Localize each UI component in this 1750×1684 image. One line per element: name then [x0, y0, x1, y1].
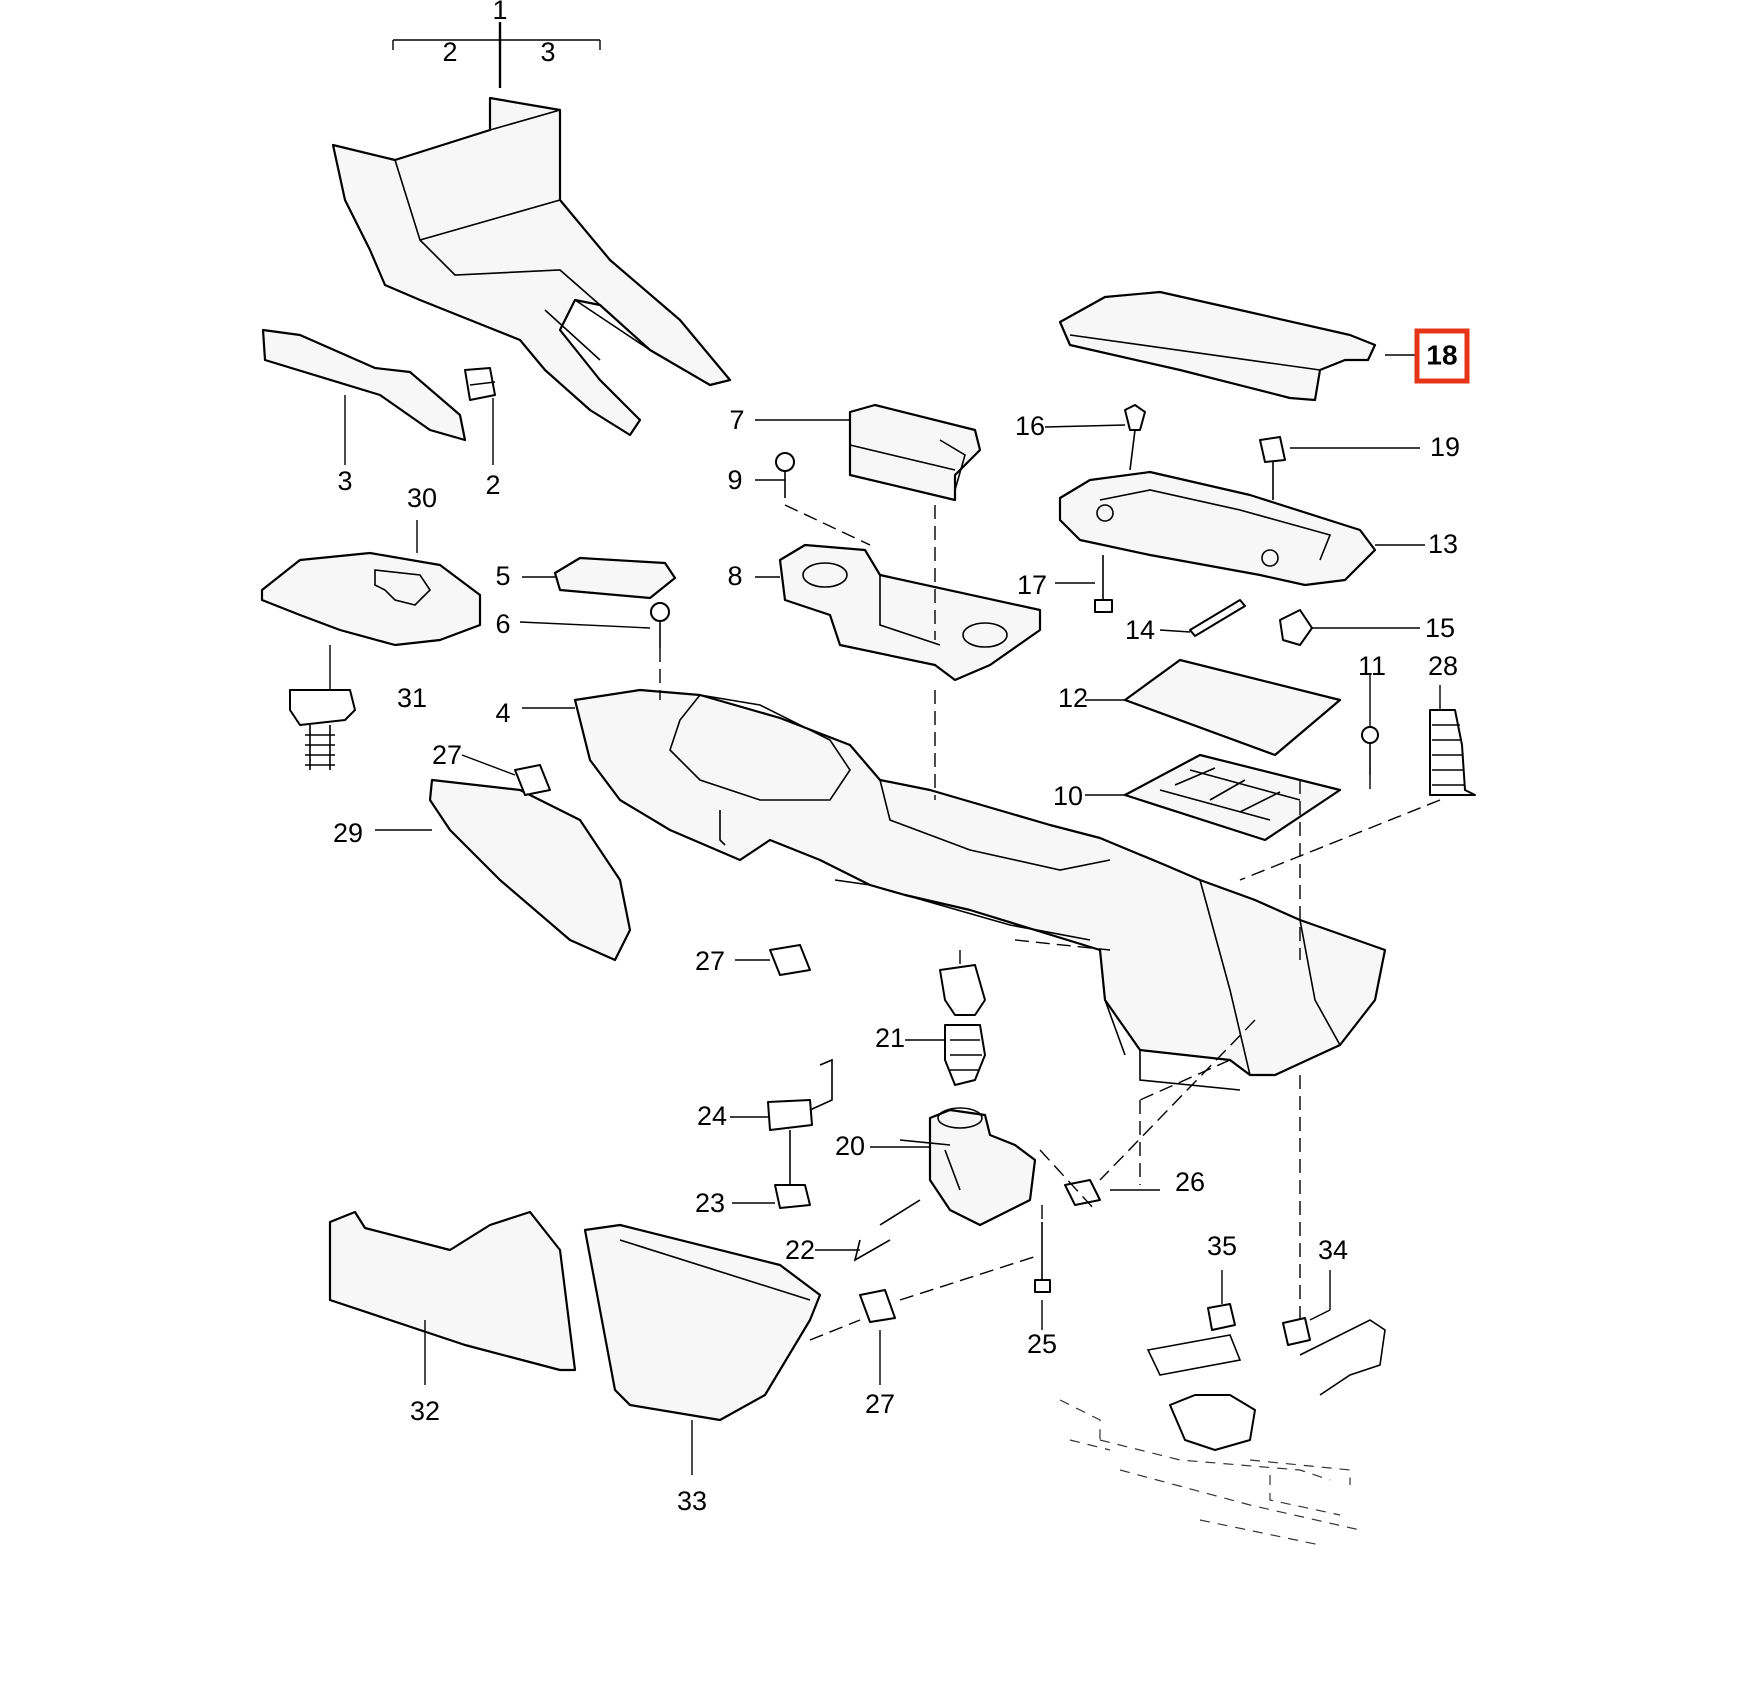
callout-8[interactable]: 8	[727, 561, 742, 591]
callout-27-lower[interactable]: 27	[865, 1389, 895, 1419]
callout-3-bracket[interactable]: 3	[540, 37, 555, 67]
part-12-mat[interactable]	[1123, 658, 1342, 757]
callout-11[interactable]: 11	[1358, 651, 1386, 681]
callout-14[interactable]: 14	[1125, 615, 1155, 645]
part-20-mechanism[interactable]	[899, 1107, 1037, 1227]
part-24-switch[interactable]	[767, 1058, 833, 1131]
highlight-box-18	[1414, 328, 1470, 384]
part-10-tray-insert[interactable]	[1123, 753, 1342, 842]
part-27-clip-upper[interactable]	[514, 764, 551, 796]
part-6-screw[interactable]	[650, 602, 670, 648]
part-14-rod[interactable]	[1189, 599, 1246, 637]
callout-12[interactable]: 12	[1058, 683, 1088, 713]
part-9-screw[interactable]	[775, 452, 795, 498]
callout-24[interactable]: 24	[697, 1101, 727, 1131]
callout-15[interactable]: 15	[1425, 613, 1455, 643]
part-33-lower-right-panel[interactable]	[583, 1223, 822, 1422]
callout-10[interactable]: 10	[1053, 781, 1083, 811]
part-27-clip-mid[interactable]	[769, 944, 811, 976]
callout-22[interactable]: 22	[785, 1235, 815, 1265]
part-5-small-cover[interactable]	[553, 556, 677, 600]
callout-labels: 1 2 3 3 2 30 5 6 31 4 27 29 7 9 8 27 16 …	[333, 0, 1470, 1516]
callout-29[interactable]: 29	[333, 818, 363, 848]
part-30-shift-cover[interactable]	[260, 551, 482, 647]
callout-33[interactable]: 33	[677, 1486, 707, 1516]
part-3-side-trim[interactable]	[261, 328, 467, 442]
callout-28[interactable]: 28	[1428, 651, 1458, 681]
part-22-link-rod[interactable]	[853, 1199, 921, 1262]
callout-19[interactable]: 19	[1430, 432, 1460, 462]
part-35-nut[interactable]	[1207, 1303, 1236, 1331]
part-28-boot[interactable]	[1429, 709, 1476, 796]
callout-16[interactable]: 16	[1015, 411, 1045, 441]
part-7-tray-box[interactable]	[848, 403, 982, 502]
callout-32[interactable]: 32	[410, 1396, 440, 1426]
callout-2[interactable]: 2	[485, 470, 500, 500]
part-18-armrest-lid[interactable]	[1058, 290, 1377, 402]
callout-18[interactable]: 18	[1426, 339, 1457, 370]
part-34-nut[interactable]	[1282, 1317, 1311, 1346]
callout-4[interactable]: 4	[495, 698, 510, 728]
callout-30[interactable]: 30	[407, 483, 437, 513]
part-29-left-panel[interactable]	[428, 778, 632, 962]
callout-2-bracket[interactable]: 2	[442, 37, 457, 67]
callout-35[interactable]: 35	[1207, 1231, 1237, 1261]
floor-mechanism	[1059, 1319, 1386, 1546]
callout-3[interactable]: 3	[337, 466, 352, 496]
leader-lines	[344, 354, 1441, 1475]
part-4-main-console[interactable]	[573, 688, 1387, 1091]
callout-5[interactable]: 5	[495, 561, 510, 591]
part-1-upper-console[interactable]	[331, 96, 732, 437]
callout-9[interactable]: 9	[727, 465, 742, 495]
part-23-bracket[interactable]	[774, 1130, 811, 1209]
callout-1[interactable]: 1	[492, 0, 507, 25]
part-16-pin[interactable]	[1124, 404, 1146, 471]
assembly-bracket	[392, 22, 601, 88]
callout-13[interactable]: 13	[1428, 529, 1458, 559]
part-13-armrest-base[interactable]	[1058, 470, 1377, 587]
callout-26[interactable]: 26	[1175, 1167, 1205, 1197]
callout-34[interactable]: 34	[1318, 1235, 1348, 1265]
part-11-screw[interactable]	[1361, 726, 1379, 775]
part-15-hinge[interactable]	[1279, 609, 1313, 646]
callout-23[interactable]: 23	[695, 1188, 725, 1218]
callout-31[interactable]: 31	[397, 683, 427, 713]
part-32-lower-left-panel[interactable]	[328, 1210, 577, 1372]
part-31-spring-mount[interactable]	[289, 645, 356, 770]
part-19-latch[interactable]	[1259, 436, 1286, 500]
part-25-screw[interactable]	[1034, 1222, 1051, 1293]
part-2-clip[interactable]	[464, 367, 496, 401]
callout-17[interactable]: 17	[1017, 570, 1047, 600]
callout-20[interactable]: 20	[835, 1131, 865, 1161]
callout-27-mid[interactable]: 27	[695, 946, 725, 976]
callout-6[interactable]: 6	[495, 609, 510, 639]
part-27-clip-lower[interactable]	[859, 1289, 896, 1323]
part-21-lock-key[interactable]	[939, 964, 986, 1086]
callout-27-upper[interactable]: 27	[432, 740, 462, 770]
part-8-cup-holder[interactable]	[778, 543, 1042, 682]
part-17-screw[interactable]	[1094, 555, 1113, 613]
callout-21[interactable]: 21	[875, 1023, 905, 1053]
callout-25[interactable]: 25	[1027, 1329, 1057, 1359]
callout-7[interactable]: 7	[729, 405, 744, 435]
